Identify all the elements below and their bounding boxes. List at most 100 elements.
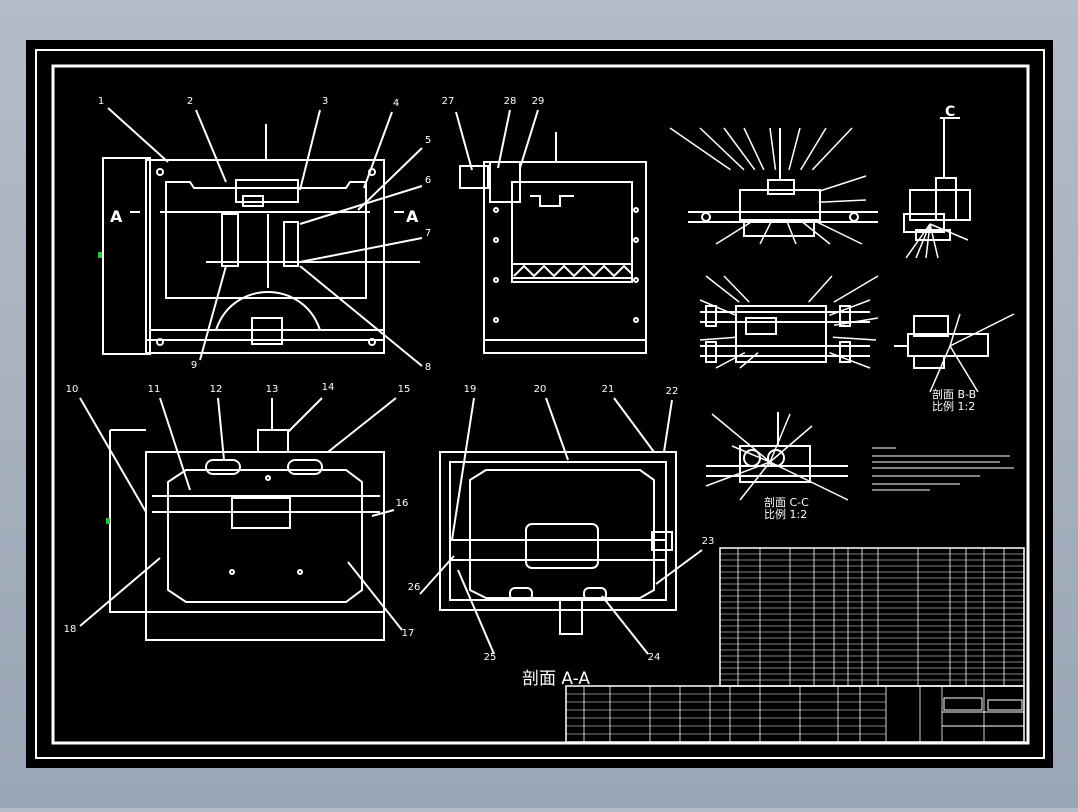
detail-leader	[786, 221, 797, 245]
leader-line	[107, 107, 169, 163]
balloon-number: 6	[425, 175, 431, 186]
leader-line	[287, 397, 323, 433]
leader-line	[195, 109, 227, 183]
detail-leader	[705, 461, 771, 487]
balloon-number: 16	[396, 498, 409, 509]
section-c-c-caption: 剖面 C-C	[764, 495, 809, 509]
balloon-number: 27	[442, 96, 455, 107]
leader-line	[327, 397, 397, 453]
detail-leader	[808, 275, 833, 303]
detail-leader	[699, 127, 745, 171]
detail-leader	[669, 127, 731, 171]
technical-notes	[872, 447, 1014, 491]
leader-line	[299, 265, 423, 367]
detail-leader	[929, 345, 951, 393]
detail-leader	[802, 221, 831, 245]
detail-leader	[829, 351, 871, 369]
detail-leader	[816, 221, 863, 245]
detail-leader	[811, 127, 853, 171]
section-b-b-caption: 剖面 B-B	[932, 387, 976, 401]
top-view-left	[109, 429, 385, 641]
balloon-number: 25	[484, 652, 497, 663]
balloon-number: 12	[210, 384, 223, 395]
leader-line	[371, 509, 395, 517]
detail-leader	[905, 223, 931, 259]
section-a-a-caption: 剖面 A-A	[522, 669, 590, 689]
carriage-detail	[688, 128, 878, 237]
detail-leader	[731, 445, 771, 463]
balloon-number: 13	[266, 384, 279, 395]
leader-line	[199, 265, 227, 361]
detail-leader	[833, 317, 879, 326]
detail-leader	[739, 352, 759, 369]
section-a-mark-right: A	[406, 207, 419, 226]
detail-leader	[699, 336, 737, 341]
detail-leader	[715, 221, 752, 245]
leader-line	[299, 185, 423, 225]
balloon-number: 20	[534, 384, 547, 395]
balloon-number: 19	[464, 384, 477, 395]
leader-line	[299, 109, 321, 191]
leader-lines	[79, 107, 703, 655]
balloon-number: 8	[425, 362, 431, 373]
leader-line	[79, 397, 147, 513]
leader-line	[347, 561, 403, 631]
leader-line	[457, 569, 495, 655]
balloon-number: 18	[64, 624, 77, 635]
front-view: A A	[102, 124, 420, 355]
outer-border	[35, 49, 1045, 759]
balloon-number: 15	[398, 384, 411, 395]
balloon-number: 5	[425, 135, 431, 146]
section-a-a-view: 剖面 A-A	[439, 451, 677, 689]
detail-leader-lines	[669, 127, 1015, 501]
balloon-number: 24	[648, 652, 661, 663]
detail-leader	[788, 127, 801, 170]
detail-leader	[833, 275, 879, 303]
leader-line	[655, 549, 703, 585]
balloon-number: 22	[666, 386, 679, 397]
leader-line	[519, 109, 539, 169]
balloon-number: 1	[98, 96, 104, 107]
detail-leader	[711, 413, 771, 463]
detail-leader	[818, 199, 867, 203]
balloon-number: 23	[702, 536, 715, 547]
balloon-number: 28	[504, 96, 517, 107]
title-block-cell	[987, 699, 1023, 711]
leader-line	[299, 237, 423, 263]
leader-line	[79, 557, 161, 627]
leader-line	[497, 109, 511, 169]
leader-line	[601, 595, 649, 655]
balloon-number: 21	[602, 384, 615, 395]
grip-marker	[98, 252, 102, 258]
balloon-number: 11	[148, 384, 161, 395]
detail-leader	[818, 175, 867, 193]
leader-line	[545, 397, 569, 461]
section-a-mark-left: A	[110, 207, 123, 226]
section-c-c-scale: 比例 1:2	[764, 507, 807, 521]
detail-leader	[723, 275, 750, 303]
section-b-b-view: 剖面 B-B 比例 1:2	[894, 315, 989, 413]
detail-leader	[949, 345, 979, 393]
detail-leader	[915, 223, 931, 259]
rails-detail	[700, 305, 870, 363]
detail-leader	[769, 461, 849, 501]
detail-leader	[949, 313, 1015, 347]
title-block	[565, 547, 1025, 743]
sheet-background	[26, 40, 1053, 768]
leader-line	[663, 399, 673, 453]
balloon-number: 4	[393, 98, 399, 109]
balloon-number: 17	[402, 628, 415, 639]
detail-leader	[929, 223, 939, 259]
detail-leader	[769, 425, 813, 463]
detail-leader	[929, 223, 969, 241]
section-c-c-view: 剖面 C-C 比例 1:2	[706, 412, 848, 521]
balloon-number: 7	[425, 228, 431, 239]
leader-line	[363, 111, 393, 189]
part-views: A A	[102, 104, 1014, 689]
leader-line	[419, 555, 455, 595]
leader-line	[613, 397, 655, 453]
grip-marker	[106, 518, 110, 524]
detail-leader	[705, 275, 740, 303]
